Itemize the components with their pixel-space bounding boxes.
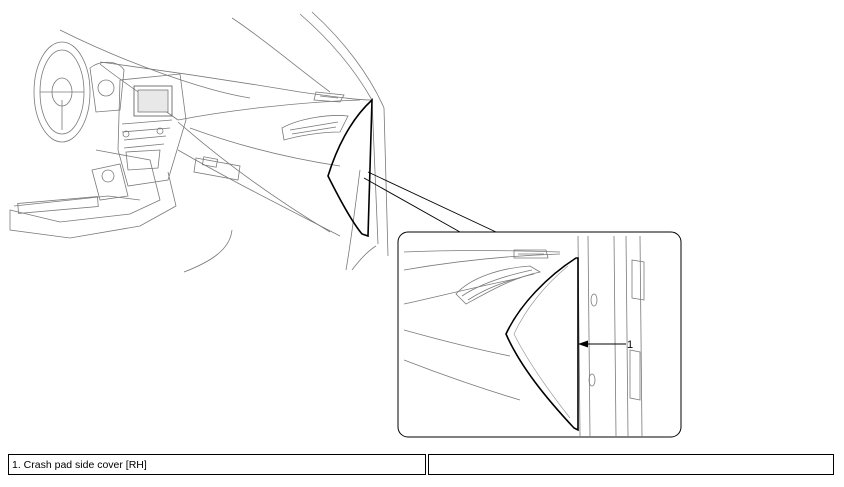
legend-cell-right <box>428 454 834 475</box>
dashboard-overview-drawing <box>9 11 389 273</box>
diagram-illustration: 1 <box>9 11 682 438</box>
callout-number-1: 1 <box>627 339 633 351</box>
side-cover-detail <box>505 257 579 432</box>
legend-row: 1. Crash pad side cover [RH] <box>8 454 834 475</box>
side-cover-overview <box>327 98 373 238</box>
legend-cell-left: 1. Crash pad side cover [RH] <box>8 454 426 475</box>
zoom-lines <box>363 171 497 233</box>
callout-leader <box>578 340 626 348</box>
legend-table: 1. Crash pad side cover [RH] <box>8 454 834 475</box>
detail-inset-frame <box>397 231 682 438</box>
